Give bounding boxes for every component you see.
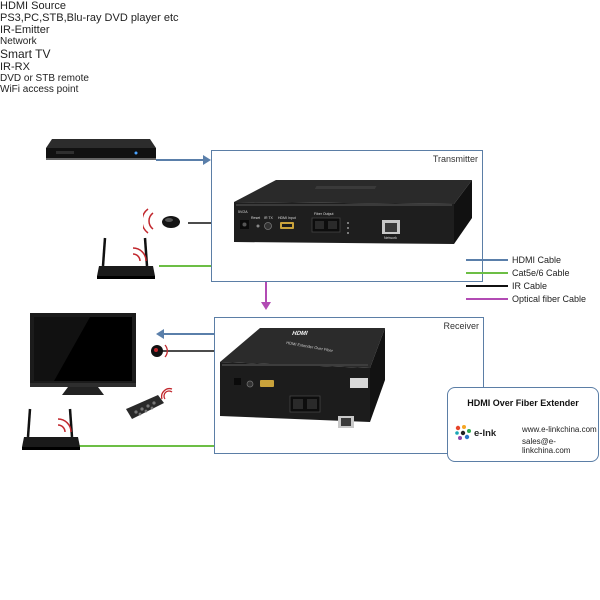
rx-ir-port <box>246 380 254 388</box>
tx-port-label-reset: Reset <box>251 216 261 220</box>
remote-signal-icon <box>160 387 176 403</box>
legend-label-ir: IR Cable <box>512 281 548 291</box>
tx-reset-button <box>256 224 260 228</box>
transmitter-device: 5V/2A Reset IR TX HDMI Input Fiber Outpu… <box>214 180 474 260</box>
remote-label: DVD or STB remote <box>0 73 89 84</box>
tx-port-label-power: 5V/2A <box>238 210 248 214</box>
rx-logo: HDMI <box>290 331 309 337</box>
brand-name: e-Ink <box>474 428 497 439</box>
cable-legend: HDMI Cable Cat5e/6 Cable IR Cable Optica… <box>466 255 596 315</box>
hdmi-source-label-line1: HDMI Source <box>0 0 67 12</box>
legend-label-fiber: Optical fiber Cable <box>512 294 587 304</box>
ir-emitter-device <box>141 208 191 234</box>
wifi-label: WiFi access point <box>0 84 79 95</box>
legend-swatch-fiber <box>466 298 508 300</box>
hdmi-source-device <box>46 139 156 161</box>
ir-emitter-label: IR-Emitter <box>0 24 50 36</box>
legend-swatch-ir <box>466 285 508 287</box>
ir-rx-device <box>148 340 170 362</box>
legend-label-cat5: Cat5e/6 Cable <box>512 268 570 278</box>
product-info-box: HDMI Over Fiber Extender e-Ink www.e-lin… <box>447 387 599 462</box>
legend-item-fiber: Optical fiber Cable <box>466 294 586 304</box>
fiber-arrow <box>261 302 271 310</box>
remote-control-device <box>124 393 166 421</box>
tx-ir-port <box>264 222 272 230</box>
tx-port-label-ir: IR TX <box>264 216 273 220</box>
legend-label-hdmi: HDMI Cable <box>512 255 562 265</box>
hdmi-arrow-in <box>203 155 211 165</box>
tx-port-label-hdmi: HDMI Input <box>278 216 296 220</box>
email-link[interactable]: sales@e-linkchina.com <box>522 437 571 455</box>
elink-logo-icon <box>454 424 472 442</box>
ir-rx-label: IR-RX <box>0 61 30 73</box>
product-title: HDMI Over Fiber Extender <box>467 398 579 408</box>
network-router-device <box>93 236 159 282</box>
hdmi-source-label-line2: PS3,PC,STB,Blu-ray DVD player etc <box>0 12 179 24</box>
legend-item-ir: IR Cable <box>466 281 547 291</box>
smart-tv-device <box>30 313 136 396</box>
transmitter-title: Transmitter <box>432 154 478 164</box>
legend-item-cat5: Cat5e/6 Cable <box>466 268 570 278</box>
hdmi-arrow-out <box>156 329 164 339</box>
receiver-title: Receiver <box>443 321 479 331</box>
smart-tv-label: Smart TV <box>0 47 51 61</box>
wifi-router-device <box>18 407 84 453</box>
rx-power-port <box>234 378 241 385</box>
network-label: Network <box>0 36 37 47</box>
receiver-device: HDMI HDMI Extender Over Fiber <box>220 322 390 432</box>
website-link[interactable]: www.e-linkchina.com <box>522 425 597 434</box>
tx-port-label-lan: Network <box>384 236 397 240</box>
legend-swatch-hdmi <box>466 259 508 261</box>
tx-port-label-fiber: Fiber Output <box>314 212 334 216</box>
legend-item-hdmi: HDMI Cable <box>466 255 561 265</box>
rx-hdmi-port <box>260 380 274 387</box>
legend-swatch-cat5 <box>466 272 508 274</box>
